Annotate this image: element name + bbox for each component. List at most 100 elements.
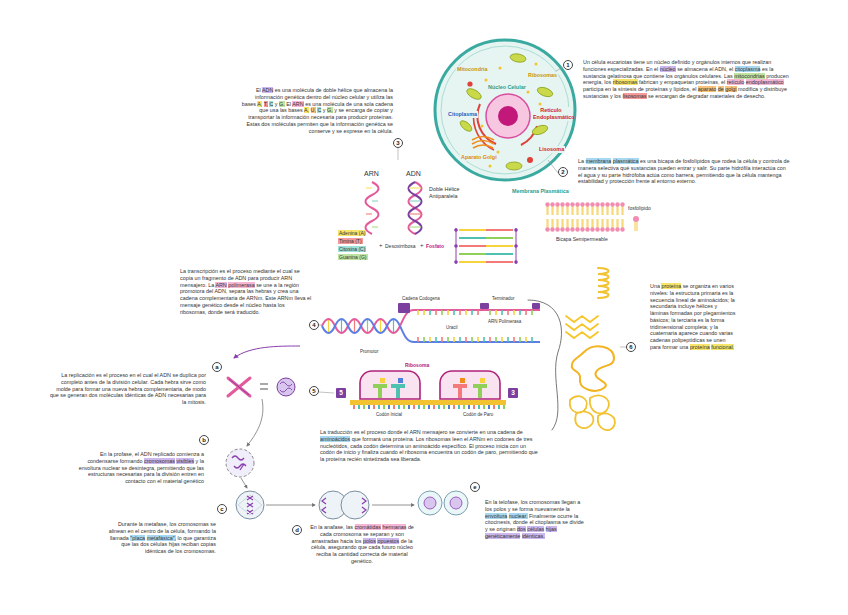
symbol: + <box>420 242 424 250</box>
transcription-illustration <box>380 320 381 332</box>
mitosis-illustration <box>260 384 268 389</box>
part-label: Doble Hélice Antiparalela <box>429 186 471 200</box>
leader-lines <box>548 160 558 173</box>
protein-illustration <box>528 300 562 430</box>
mitosis-illustration <box>234 346 300 358</box>
highlight: aminoácidos <box>320 436 350 442</box>
node-text: c <box>220 506 223 512</box>
nucleotide-ladder <box>459 253 486 255</box>
translation-illustration <box>473 384 487 398</box>
translation-illustration <box>440 371 500 399</box>
protein-illustration <box>572 346 614 390</box>
highlight: C <box>317 107 321 113</box>
cell-illustration <box>536 86 554 99</box>
base-label: Citosina (C) <box>338 246 366 252</box>
transcription-illustration <box>480 303 489 309</box>
mitosis-illustration <box>236 491 264 519</box>
paragraph: La traducción es el proceso donde el ARN… <box>320 429 542 463</box>
cell-illustration <box>509 53 526 64</box>
highlight: citoplasma <box>735 66 761 72</box>
cell-illustration <box>489 165 492 168</box>
part-label: ADN <box>406 170 421 179</box>
nucleotide-ladder <box>514 228 518 232</box>
nucleotide-ladder <box>514 244 518 248</box>
nucleotide-ladder <box>459 229 486 231</box>
highlight: hijas <box>546 526 557 532</box>
translation-illustration <box>350 400 506 405</box>
protein-illustration <box>570 396 615 430</box>
node-text: a <box>215 364 218 370</box>
nucleotide-ladder <box>459 245 486 247</box>
highlight: genéticamente <box>485 533 520 539</box>
protein-illustration <box>598 268 609 298</box>
mitosis-illustration <box>266 505 315 506</box>
highlight: aparato <box>698 86 716 92</box>
mitosis-illustration <box>418 491 442 515</box>
cell-illustration <box>531 124 549 137</box>
mitosis-illustration <box>424 497 436 509</box>
mitosis-illustration <box>277 378 295 396</box>
dna-rna-illustration <box>409 182 422 234</box>
highlight: A, <box>304 107 309 113</box>
translation-illustration <box>359 405 499 409</box>
paragraph: En la profase, el ADN replicado comienza… <box>70 451 204 485</box>
dna-rna-illustration <box>366 188 378 227</box>
dna-rna-illustration <box>409 226 421 227</box>
cell-illustration <box>539 103 542 106</box>
transcription-illustration <box>393 320 394 332</box>
mitosis-illustration <box>241 478 247 488</box>
highlight: A, <box>257 101 262 107</box>
highlight: dos <box>517 526 526 532</box>
callout-number: 3 <box>393 138 403 148</box>
cell-illustration <box>435 40 575 180</box>
transcription-illustration <box>430 310 520 315</box>
highlight: de <box>718 86 724 92</box>
membrane-illustration <box>635 222 637 231</box>
highlight: proteína <box>690 344 710 350</box>
cell-illustration <box>458 119 473 133</box>
mitosis-illustration <box>341 491 369 519</box>
highlight: G, <box>327 107 333 113</box>
cell-illustration <box>435 40 575 180</box>
transcription-illustration <box>328 320 329 332</box>
nucleotide-ladder <box>454 244 458 248</box>
transcription-illustration <box>418 310 532 342</box>
base-label: Adenina (A) <box>338 230 366 236</box>
part-label: ARN <box>364 170 379 179</box>
callout-number: 2 <box>558 167 568 177</box>
part-label: Terminador <box>492 296 515 302</box>
transcription-illustration <box>400 310 540 326</box>
paragraph: La membrana plasmática es una bicapa de … <box>578 158 791 185</box>
cell-illustration <box>467 81 472 86</box>
nucleotide-ladder <box>459 237 486 239</box>
translation-illustration <box>460 378 465 383</box>
part-label: Citoplasma <box>447 111 478 118</box>
paragraph: Durante la metafase, los cromosomas se a… <box>106 521 216 555</box>
dna-rna-illustration <box>409 187 421 188</box>
transcription-illustration <box>424 337 520 342</box>
mitosis-illustration <box>372 505 414 506</box>
paragraph: Una proteína se organiza en varios nivel… <box>650 283 736 351</box>
mitosis-illustration <box>444 491 468 515</box>
part-label: Uracil <box>446 325 458 331</box>
translation-illustration <box>350 371 506 409</box>
translation-illustration <box>364 405 504 409</box>
base-label: Guanina (G) <box>338 254 368 260</box>
nucleotide-ladder <box>486 245 513 247</box>
part-label: Desoxirribosa <box>385 243 416 249</box>
callout-number: 1 <box>563 60 573 70</box>
node-text: 5 <box>339 390 343 397</box>
highlight: nuclear. <box>509 513 528 519</box>
mitosis-illustration <box>226 449 254 477</box>
dna-rna-illustration <box>372 226 378 227</box>
transcription-illustration <box>341 320 342 332</box>
cell-illustration <box>472 137 494 149</box>
transcription-illustration <box>436 310 526 315</box>
paragraph: Un célula eucariotas tiene un núcleo def… <box>583 59 791 100</box>
transcription-illustration <box>418 310 514 315</box>
highlight: ADN <box>262 87 273 93</box>
leader-lines <box>319 392 334 393</box>
node-text: 2 <box>561 169 564 175</box>
highlight: visibles <box>176 458 194 464</box>
highlight: ARN <box>215 282 226 288</box>
